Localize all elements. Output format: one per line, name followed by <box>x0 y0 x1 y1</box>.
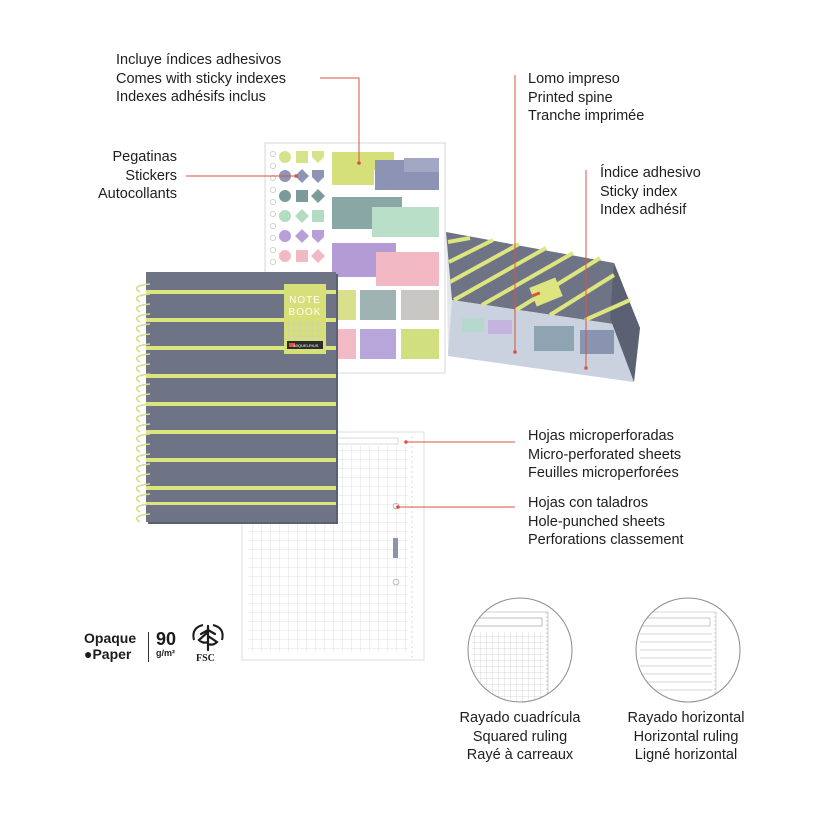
cover-title-line1: NOTE <box>289 295 321 306</box>
badge-divider <box>148 632 149 662</box>
callout-sticky-indexes: Incluye índices adhesivos Comes with sti… <box>116 52 287 106</box>
drop-icon: ● <box>84 646 93 662</box>
callout-lines <box>186 75 587 508</box>
callout-stickers: Pegatinas Stickers Autocollants <box>98 149 177 203</box>
cover-brand: MIQUELRIUS <box>294 343 319 348</box>
horizontal-ruling-label: Rayado horizontal Horizontal ruling Lign… <box>627 710 745 764</box>
notebook-perspective <box>446 232 640 382</box>
fsc-label: FSC <box>196 653 215 664</box>
squared-ruling-sample <box>467 597 573 703</box>
opaque-paper-badge: Opaque ●Paper <box>84 630 137 662</box>
callout-printed-spine: Lomo impreso Printed spine Tranche impri… <box>528 71 645 125</box>
paper-weight-badge: 90 g/m² <box>156 629 177 658</box>
cover-title-line2: BOOK <box>289 307 322 318</box>
callout-micro-perforated: Hojas microperforadas Micro-perforated s… <box>528 428 682 482</box>
callout-sticky-index: Índice adhesivo Sticky index Index adhés… <box>600 165 701 219</box>
callout-hole-punched: Hojas con taladros Hole-punched sheets P… <box>528 495 684 549</box>
fsc-logo-icon <box>192 624 224 652</box>
squared-ruling-label: Rayado cuadrícula Squared ruling Rayé à … <box>459 710 581 764</box>
spiral-notebook <box>135 272 338 524</box>
horizontal-ruling-sample <box>635 597 741 703</box>
